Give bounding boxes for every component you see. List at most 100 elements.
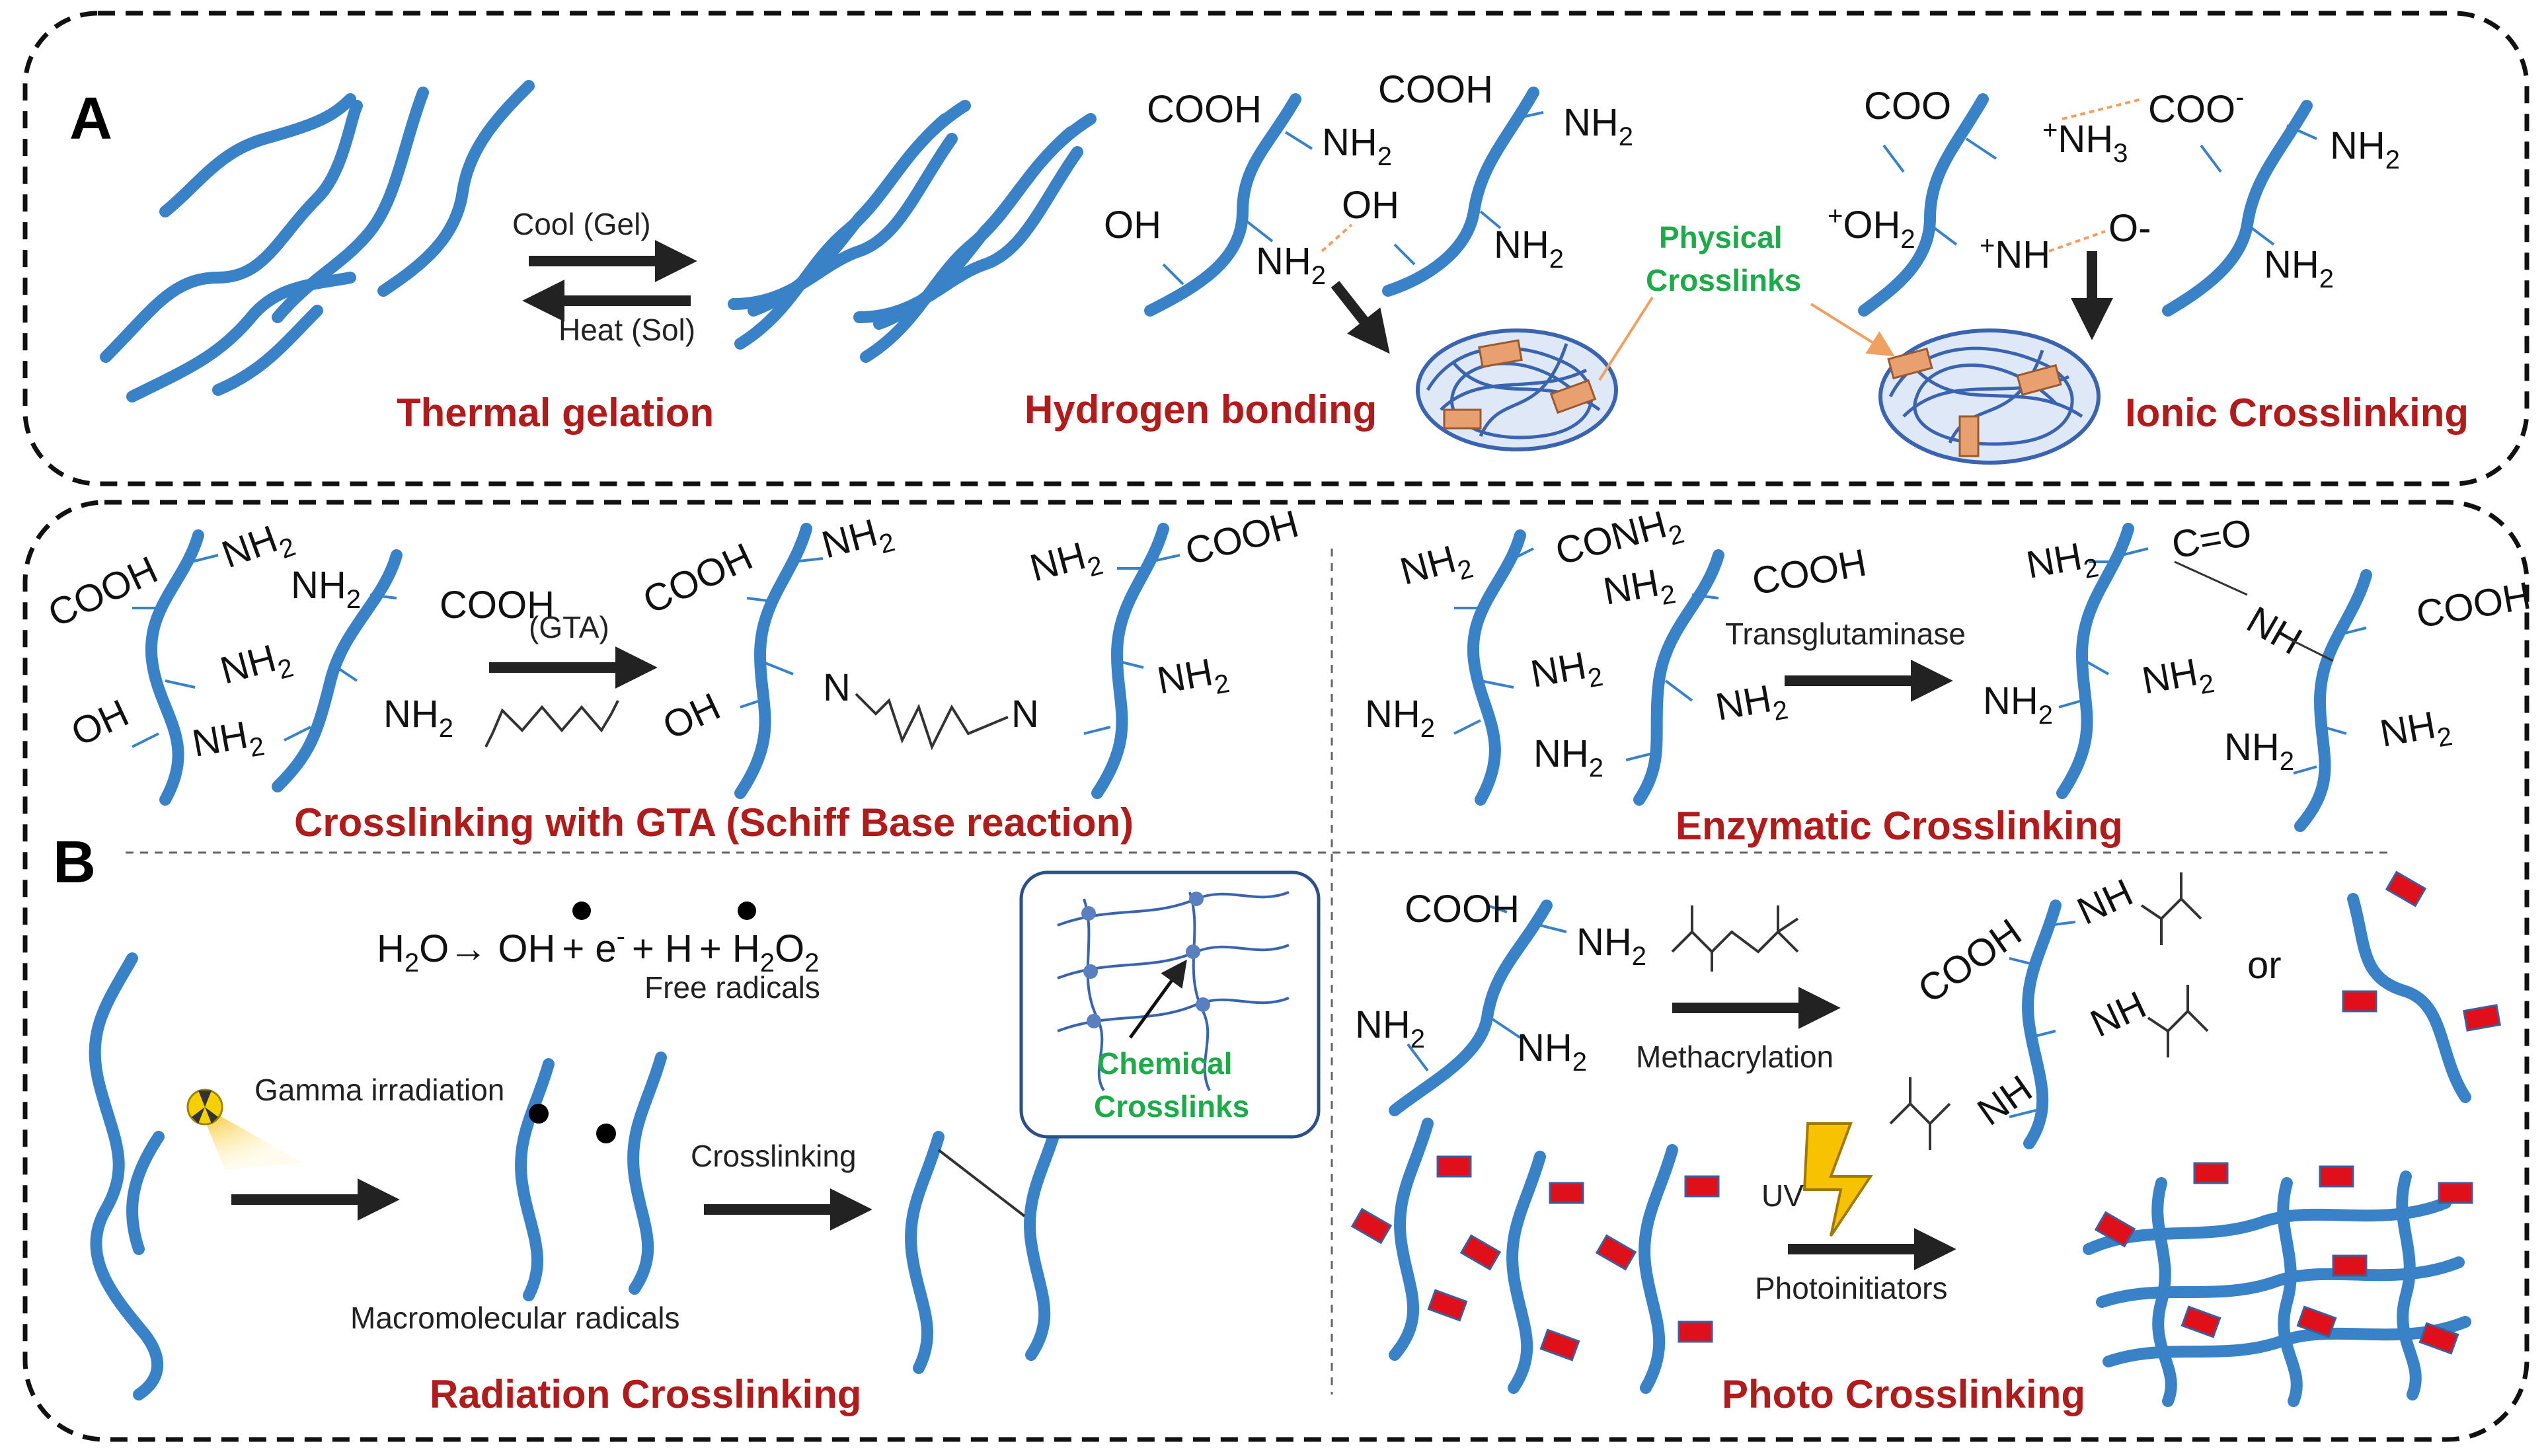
ionic-o-minus: O- [2108,207,2151,250]
photo-photoinit-label: Photoinitiators [1755,1271,1948,1305]
gta-nh2-3: NH2 [216,632,297,699]
heat-label: Heat (Sol) [559,313,695,347]
cool-label: Cool (Gel) [512,207,651,241]
thermal-sol-chains [100,80,535,402]
gta-oh-1: OH [65,691,135,755]
ionic-nh2-1: NH2 [2330,124,2400,174]
photo-nh2-1: NH2 [1576,921,1646,971]
photo-methacrylation-label: Methacrylation [1636,1040,1834,1074]
enz-nh: NH [2240,598,2309,663]
photo-methacryl-3 [1889,1077,1951,1150]
gta-nh2-7: NH2 [1026,530,1106,597]
gta-nh2-5: NH2 [383,693,453,743]
photo-or: or [2247,944,2282,987]
panel-label-b: B [53,829,96,896]
chemical-line-2: Crosslinks [1094,1089,1249,1124]
photo-uv-label: UV [1761,1178,1804,1213]
photo-crosslinked-network [2083,1162,2473,1407]
enz-nh2-2: NH2 [1600,558,1678,620]
hbond-oh-1: OH [1104,204,1161,247]
photo-methacryl-1 [2140,872,2202,945]
ionic-title: Ionic Crosslinking [2125,391,2469,435]
photo-methacrylated-chain [2009,900,2076,1149]
photo-title: Photo Crosslinking [1722,1372,2085,1416]
rad-free-radicals: Free radicals [644,970,820,1005]
hbond-network-ball [1416,328,1618,451]
enz-nh2-9: NH2 [1983,679,2053,730]
panel-b-frame [22,500,2529,1442]
gta-reactant-chains [132,529,403,806]
gta-cooh-2: COOH [440,584,555,627]
physical-line-2: Crosslinks [1646,263,1801,297]
enz-nh2-10: NH2 [2224,726,2294,776]
gta-nh2-8: NH2 [1154,648,1232,709]
hbond-nh2-3: NH2 [1563,101,1633,151]
gta-aldehyde-2 [610,700,619,714]
chemical-crosslinks-inset [1019,870,1321,1139]
rad-equation: H2O→ OH+ e-+ H+ H2O2 [377,922,819,977]
physical-pointer-left [1598,296,1654,381]
enz-nh2-1: NH2 [1396,533,1477,600]
enz-amide-bond [2174,560,2248,596]
ionic-nh2-2: NH2 [2264,243,2334,293]
hbond-dashed-link [1321,223,1353,252]
photo-nh-1: NH [2071,870,2139,933]
rad-crosslinked-chains [905,1118,1063,1374]
ionic-coo: COO [1864,85,1951,128]
gta-title: Crosslinking with GTA (Schiff Base react… [294,800,1134,845]
gta-cooh-4: COOH [1181,502,1303,574]
ionic-nh3: +NH3 [2042,116,2128,168]
enz-nh2-11: NH2 [2377,701,2455,762]
ionic-nh-plus: +NH [1980,231,2050,276]
ionic-network-ball [1878,328,2101,465]
gta-aldehyde-1 [484,733,494,747]
photo-nh2-3: NH2 [1517,1026,1587,1077]
enzymatic-product-chains [2056,523,2372,832]
photo-nh-2: NH [2084,983,2152,1045]
photo-reactant-chain [1389,900,1567,1116]
hbond-oh-2: OH [1342,184,1399,227]
enz-reagent-label: Transglutaminase [1725,617,1966,651]
photo-nh2-2: NH2 [1355,1003,1425,1054]
photo-nh-3: NH [1970,1067,2040,1133]
rad-crosslinking-label: Crosslinking [691,1139,857,1173]
enz-nh2-7: NH2 [2023,532,2101,594]
enz-nh-bond [2286,636,2334,662]
enz-nh2-8: NH2 [2139,648,2217,709]
gta-cooh-3: COOH [637,535,759,622]
photo-methacryl-2 [2147,985,2209,1057]
gta-nh2-1: NH2 [216,512,299,584]
thermal-title: Thermal gelation [397,391,714,435]
rad-dot-oh [572,901,591,920]
gta-nh2-2: NH2 [291,564,361,614]
hbond-nh2-1: NH2 [1322,121,1392,171]
physical-pointer-right [1810,303,1895,357]
enz-nh2-6: NH2 [1533,732,1603,783]
panel-label-a: A [69,86,112,152]
hbond-title: Hydrogen bonding [1024,387,1377,432]
photo-cooh-1: COOH [1405,888,1520,931]
ionic-chains [1858,93,2317,317]
ionic-dashed-link-1 [2062,98,2142,120]
gta-cooh-1: COOH [42,548,164,635]
gta-nh2-6: NH2 [818,507,898,574]
gta-n-2: N [1011,693,1039,736]
rad-radical-chains [515,1052,667,1301]
gta-molecule-icon [491,705,613,734]
rad-gamma-label: Gamma irradiation [254,1073,504,1107]
chemical-line-1: Chemical [1097,1046,1233,1081]
hbond-cooh-1: COOH [1147,88,1262,131]
gta-reagent-label: (GTA) [529,610,609,644]
gta-product-chains [734,523,1180,799]
rad-dot-h [738,901,756,920]
hbond-nh2-4: NH2 [1494,223,1564,274]
enz-cooh-1: COOH [1749,541,1870,603]
panel-a-frame [22,11,2529,486]
ionic-oh2: +OH2 [1828,202,1915,254]
hbond-arrow [1331,281,1390,354]
gta-nh2-4: NH2 [189,710,267,772]
gta-oh-2: OH [656,685,726,748]
photo-cooh-2: COOH [1910,911,2029,1012]
hbond-chains [1144,87,1544,317]
